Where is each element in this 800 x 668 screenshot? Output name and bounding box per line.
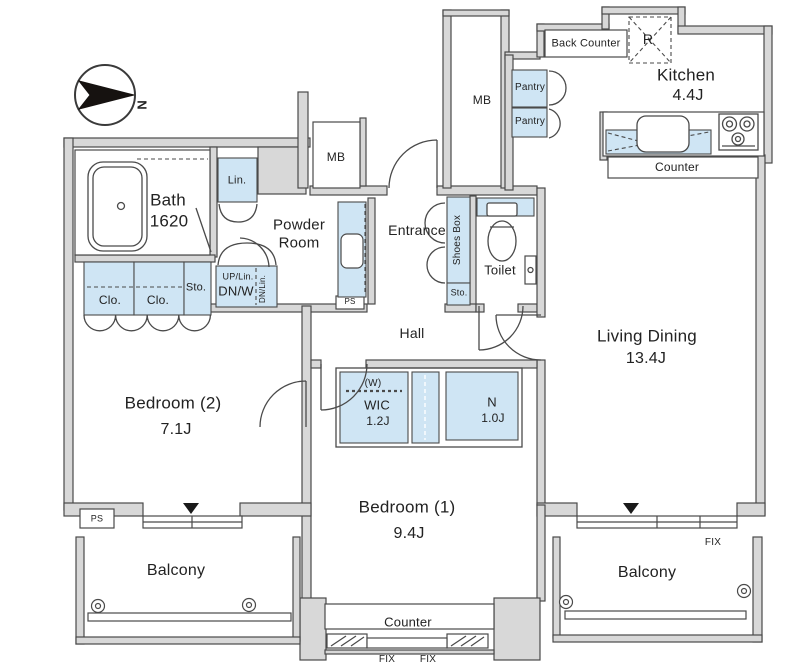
bathtub-icon [87, 161, 148, 252]
bath-door [195, 207, 212, 253]
bedroom1-door [320, 363, 368, 411]
bedroom1-size-label: 9.4J [393, 525, 425, 542]
refrigerator-label: R [642, 31, 654, 47]
powder-door [239, 237, 270, 268]
shoes-box-label: Shoes Box [452, 214, 463, 266]
window-marker-left [183, 503, 199, 514]
refrigerator-space [628, 16, 672, 64]
kitchen-size-label: 4.4J [672, 87, 704, 104]
ps-powder-label: PS [344, 297, 356, 306]
window-marker-right [623, 503, 639, 514]
bedroom2-size-label: 7.1J [160, 421, 192, 438]
closet-a-label: Clo. [98, 293, 122, 307]
shoes-box-doors [424, 202, 446, 284]
storage-a-label: Sto. [185, 281, 207, 294]
toilet-icon [486, 202, 534, 274]
walls-layer [63, 6, 773, 661]
pantry-b-label: Pantry [514, 116, 546, 127]
kitchen-label: Kitchen [656, 65, 716, 85]
bay-counter-box [324, 603, 495, 630]
balcony-right-label: Balcony [617, 564, 677, 581]
living-dining-size-label: 13.4J [625, 350, 667, 367]
dn-lin-label: DN/Lin. [258, 274, 267, 304]
kitchen-counter-label: Counter [654, 160, 700, 174]
storage-a [183, 261, 212, 316]
bedroom2-label: Bedroom (2) [124, 393, 222, 413]
fix-bay2-label: FIX [419, 654, 437, 665]
up-lin-label: UP/Lin. [222, 271, 254, 282]
stairs-closet-doors [217, 242, 277, 266]
bedroom1-label: Bedroom (1) [358, 497, 456, 517]
linen-cabinet [217, 157, 258, 203]
bath-size-label: 1620 [149, 211, 189, 231]
compass-icon [74, 64, 136, 126]
doors-layer [83, 70, 567, 428]
hall-label: Hall [399, 325, 425, 341]
ps-box-left [79, 508, 115, 529]
bedroom2-door [259, 380, 307, 428]
back-counter-box [544, 29, 628, 58]
powder-room-label-2: Room [278, 234, 320, 252]
closet-a [83, 261, 135, 316]
back-counter-label: Back Counter [551, 37, 621, 50]
powder-room-label-1: Powder [272, 216, 326, 234]
n-storage-size-label: 1.0J [481, 411, 505, 425]
meter-box-center-label: MB [472, 93, 492, 107]
pantry-a-cabinet [511, 69, 548, 108]
kitchen-sink-icon [636, 115, 690, 153]
bay-counter-label: Counter [384, 614, 432, 630]
entrance-door [388, 139, 438, 189]
compass-n-label: N [134, 100, 150, 110]
n-storage-area [445, 371, 519, 441]
stove-icon [718, 113, 759, 151]
stairs-closet [215, 265, 278, 308]
washbasin-icon [340, 233, 364, 269]
wic-size-label: 1.2J [366, 414, 390, 428]
fix-right-label: FIX [704, 537, 722, 548]
window-markers [183, 503, 639, 514]
fix-bay1-label: FIX [378, 654, 396, 665]
entrance-label: Entrance [388, 222, 446, 238]
closet-b-label: Clo. [146, 293, 170, 307]
closet-b [133, 261, 185, 316]
toilet-door [478, 305, 524, 351]
pantry-doors [548, 70, 567, 139]
meter-box-left-label: MB [326, 150, 346, 164]
pantry-b-cabinet [511, 107, 548, 138]
wic-label: WIC [364, 397, 390, 413]
kitchen-counter-overhang [607, 156, 759, 179]
shoes-storage [446, 282, 471, 306]
balcony-drains [90, 583, 752, 614]
shoes-storage-label: Sto. [450, 287, 468, 298]
meter-box-left [312, 121, 361, 189]
living-dining-label: Living Dining [597, 326, 697, 346]
toilet-label: Toilet [484, 262, 516, 278]
balcony-left-railing [87, 612, 292, 622]
balcony-left-label: Balcony [146, 562, 206, 579]
linen-label: Lin. [227, 174, 247, 187]
linen-doors [218, 203, 258, 223]
windows-layer [142, 515, 738, 649]
wic-area [339, 371, 409, 444]
pantry-a-label: Pantry [514, 82, 546, 93]
n-storage-label: N [487, 394, 497, 410]
wic-w-label: (W) [364, 378, 382, 389]
balcony-right-railing [564, 610, 747, 620]
ps-left-label: PS [90, 513, 104, 524]
living-door [495, 314, 542, 361]
bath-label: Bath [150, 190, 186, 210]
closet-folding-doors [83, 314, 212, 332]
dn-w-label: DN/W [218, 283, 254, 299]
